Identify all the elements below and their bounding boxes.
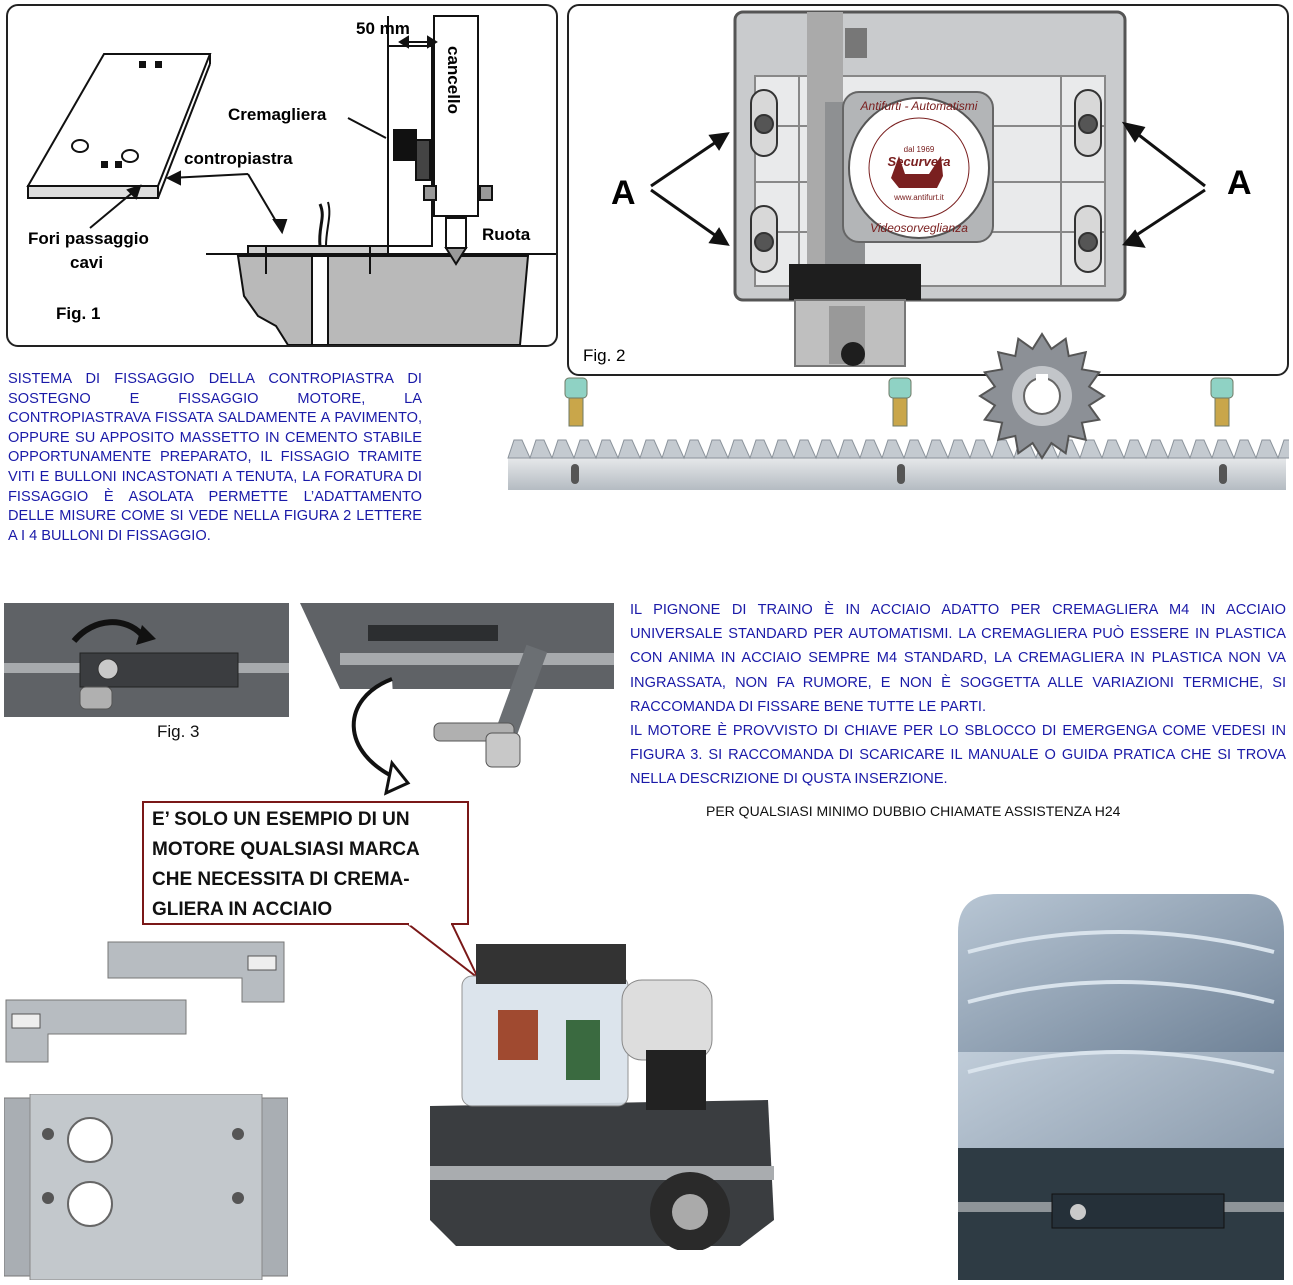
fig1-gate-label: cancello xyxy=(444,46,463,114)
text-block-1: SISTEMA DI FISSAGGIO DELLA CONTROPIASTRA… xyxy=(8,371,422,544)
counterplate-sketch xyxy=(26,53,212,199)
gate-and-motor xyxy=(387,15,493,266)
fig1-rack-label: Cremagliera xyxy=(228,105,327,124)
open-motor-photo xyxy=(430,944,774,1250)
fig1-caption: Fig. 1 xyxy=(56,304,100,323)
fig2-panel: dal 1969 Securvera www.antifurt.it Antif… xyxy=(567,4,1289,376)
fig3-caption: Fig. 3 xyxy=(157,722,200,741)
callout-line-3: CHE NECESSITA DI CREMA- xyxy=(152,869,410,890)
pinion-gear xyxy=(978,332,1106,460)
text-block-2-para1: IL PIGNONE DI TRAINO È IN ACCIAIO ADATTO… xyxy=(630,602,1286,715)
fig2-drawing: dal 1969 Securvera www.antifurt.it Antif… xyxy=(583,10,1252,367)
text-block-2-para2: IL MOTORE È PROVVISTO DI CHIAVE PER LO S… xyxy=(630,723,1286,788)
seal-url: www.antifurt.it xyxy=(893,193,945,202)
fig3-left-photo xyxy=(4,603,289,717)
fig1-counterplate-label: contropiastra xyxy=(184,149,293,168)
closed-motor-photo xyxy=(958,894,1284,1280)
fig2-caption: Fig. 2 xyxy=(583,346,626,365)
callout-line-4: GLIERA IN ACCIAIO xyxy=(152,899,333,920)
fig2-label-a-left: A xyxy=(611,174,636,212)
fig3-right-photo xyxy=(300,603,614,799)
text-block-2: IL PIGNONE DI TRAINO È IN ACCIAIO ADATTO… xyxy=(630,598,1286,792)
rack-and-pinion xyxy=(507,332,1289,490)
fig1-drawing: 50 mm cancello Cremagliera contropiastra… xyxy=(26,15,556,345)
seal-brand: Securvera xyxy=(888,154,951,169)
rack-bar xyxy=(507,439,1289,490)
securvera-seal: dal 1969 Securvera www.antifurt.it Antif… xyxy=(848,97,990,239)
fig1-dimension-label: 50 mm xyxy=(356,19,410,38)
counterplate-photo xyxy=(4,1094,288,1280)
fixing-brackets-photo xyxy=(5,941,285,1063)
callout-pointer xyxy=(405,922,479,979)
seal-top-text: Antifurti - Automatismi xyxy=(860,99,978,113)
ground-section xyxy=(206,201,556,345)
fig1-leaders xyxy=(89,117,387,235)
fig2-arrows xyxy=(650,121,1206,248)
fig1-holes-label-1: Fori passaggio xyxy=(28,229,149,248)
fig2-label-a-right: A xyxy=(1227,164,1252,202)
rack-screws xyxy=(564,377,1234,427)
callout-line-1: E’ SOLO UN ESEMPIO DI UN xyxy=(152,809,410,830)
fig1-holes-label-2: cavi xyxy=(70,253,103,272)
seal-bottom-text: Videosorveglianza xyxy=(870,221,968,235)
fig1-panel: 50 mm cancello Cremagliera contropiastra… xyxy=(6,4,558,347)
fig1-wheel-label: Ruota xyxy=(482,225,531,244)
example-callout: E’ SOLO UN ESEMPIO DI UN MOTORE QUALSIAS… xyxy=(142,801,469,925)
seal-since: dal 1969 xyxy=(904,145,935,154)
assistance-line: PER QUALSIASI MINIMO DUBBIO CHIAMATE ASS… xyxy=(706,803,1121,819)
fixing-slots xyxy=(750,89,1102,273)
callout-line-2: MOTORE QUALSIASI MARCA xyxy=(152,839,420,860)
